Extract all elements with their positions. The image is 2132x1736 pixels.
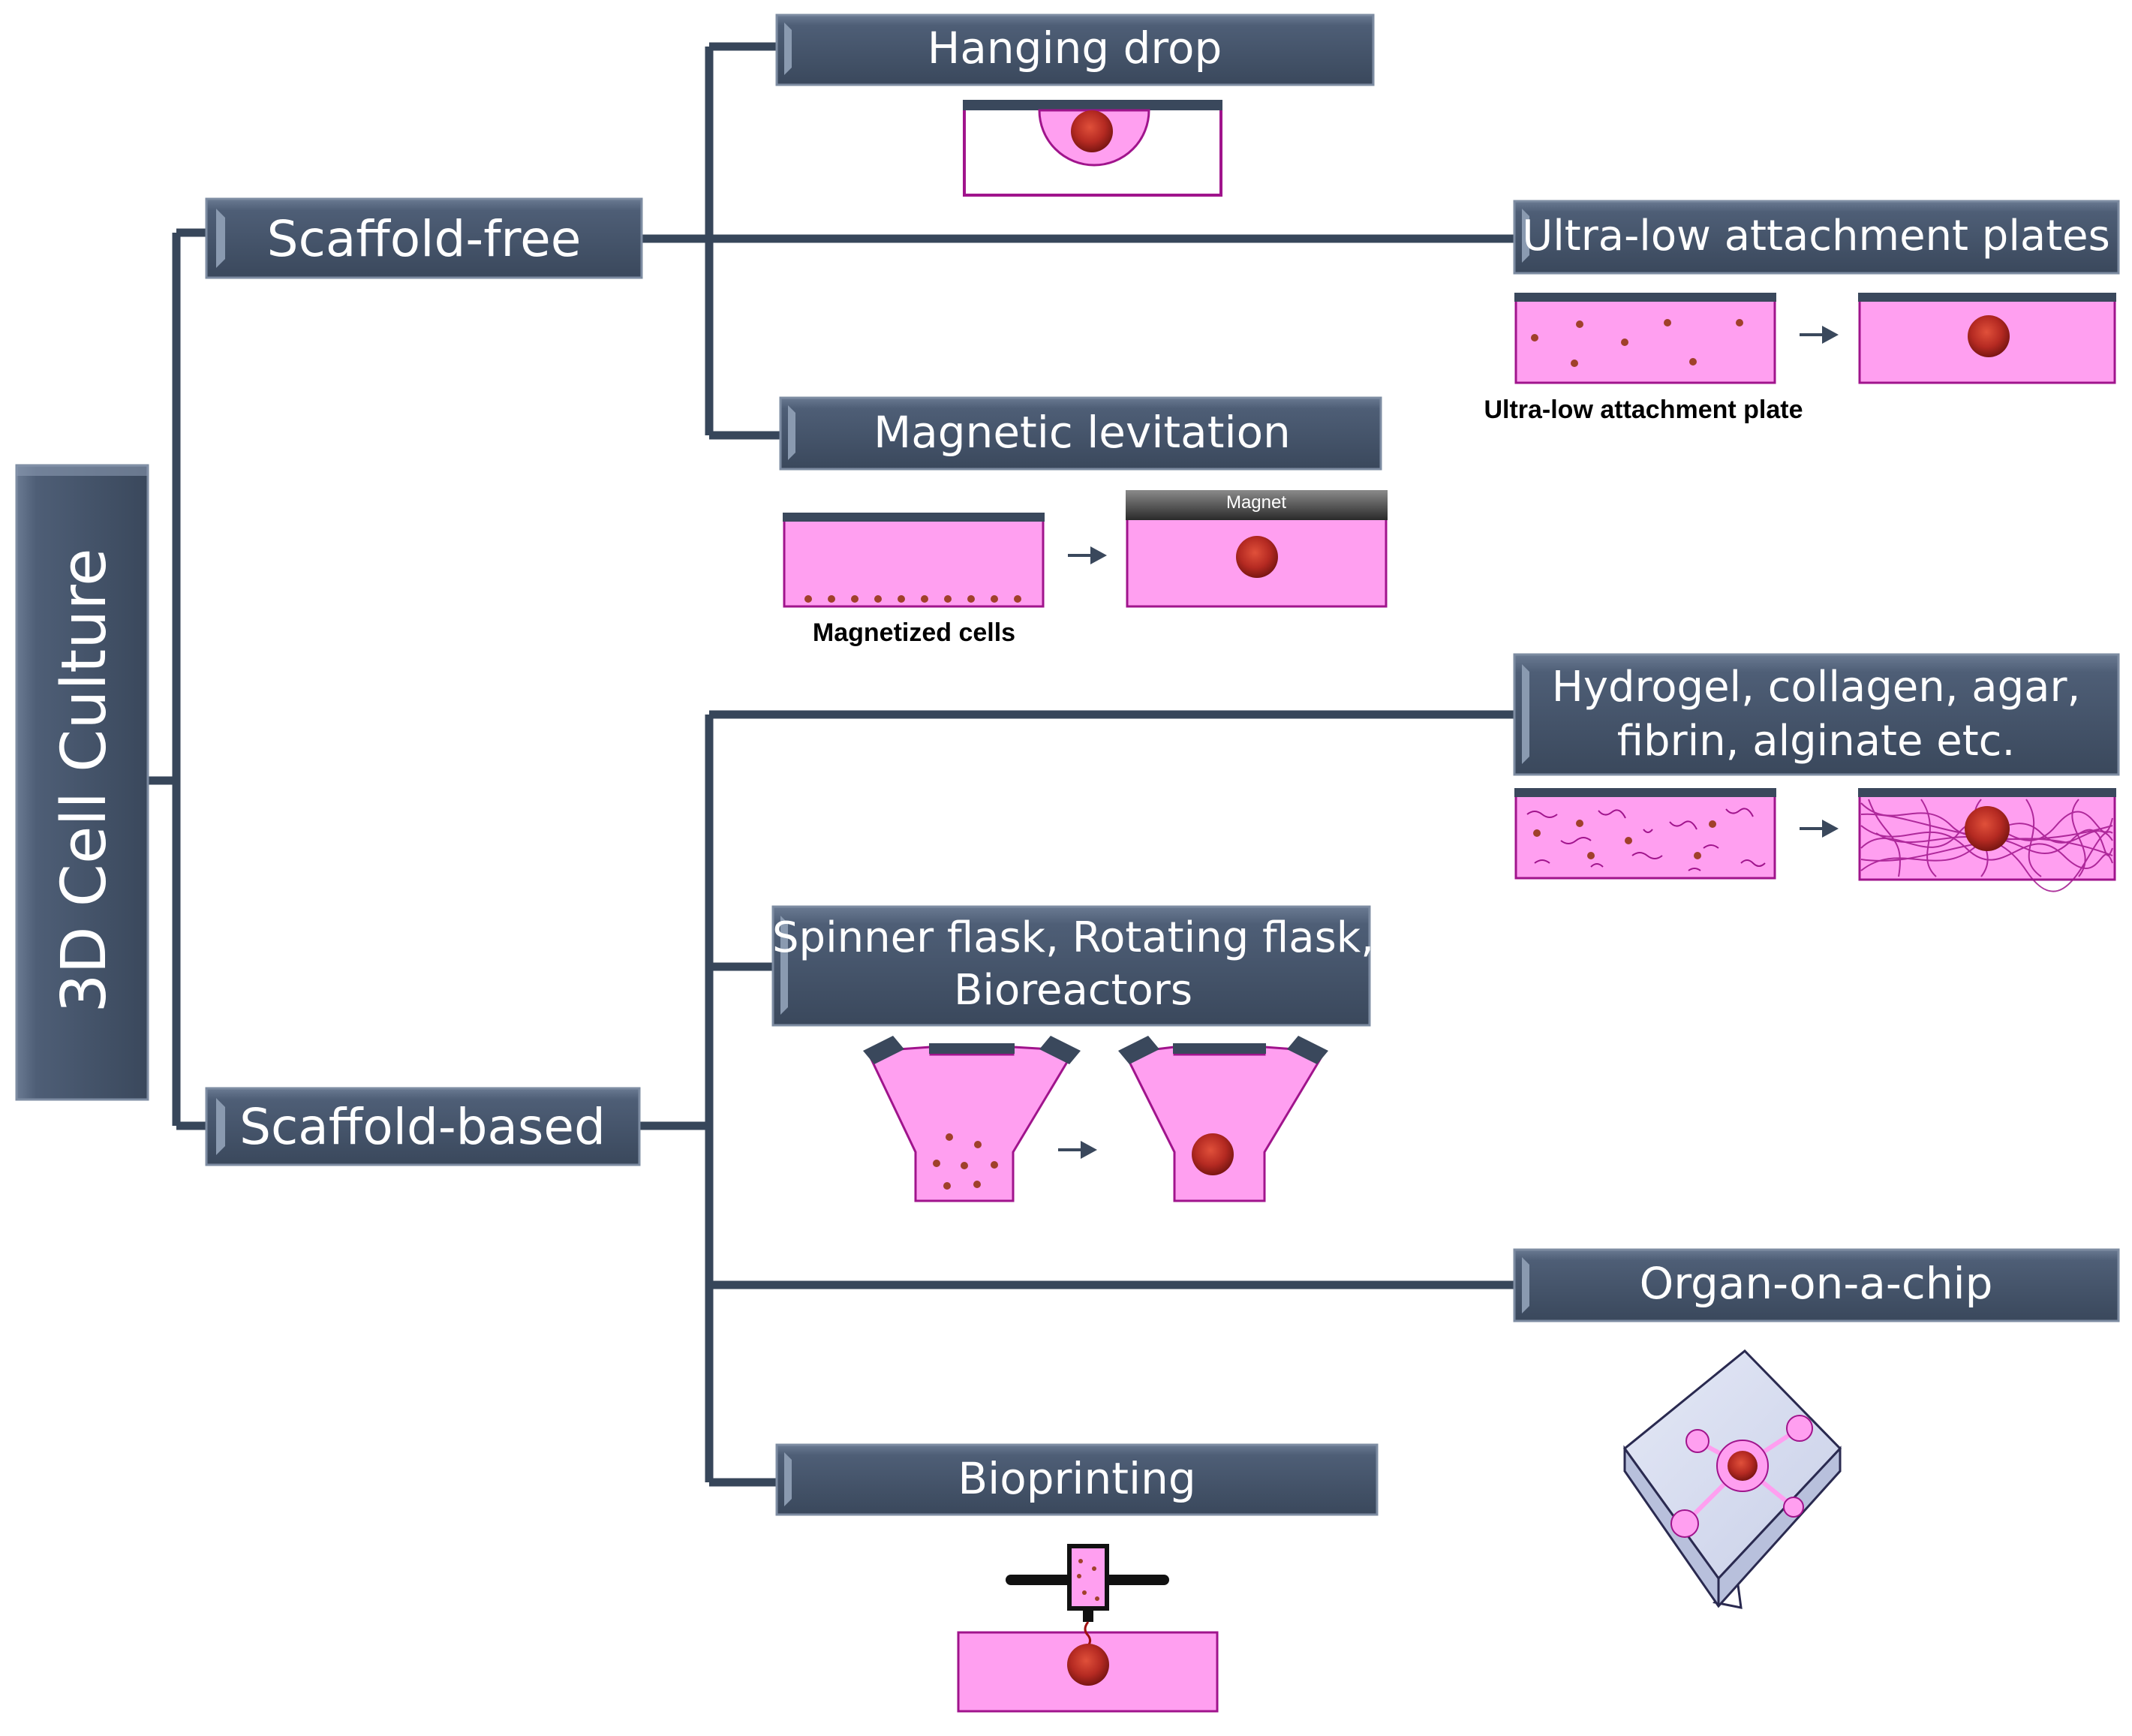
spinner-flask-illustration — [863, 1036, 1328, 1202]
connector-scaffold-based — [639, 710, 1514, 1487]
bioprinting-illustration — [957, 1544, 1219, 1713]
organ-chip-illustration — [1622, 1349, 1842, 1609]
printer-nozzle — [1067, 1544, 1109, 1611]
magnetized-cells — [804, 595, 1021, 603]
spheroid — [1067, 1644, 1109, 1686]
hydrogel-label-line2: fibrin, alginate etc. — [1617, 717, 2016, 766]
arrow-icon — [1800, 326, 1839, 344]
magnetic-levitation-illustration: Magnetized cells Magnet — [783, 490, 1388, 647]
spheroid — [1071, 110, 1113, 152]
magnet-label: Magnet — [1226, 492, 1286, 513]
hydrogel-fibers-dense — [1860, 799, 2113, 892]
hydrogel-label-line1: Hydrogel, collagen, agar, — [1552, 663, 2081, 712]
hanging-drop-label: Hanging drop — [928, 23, 1222, 74]
spheroid — [1965, 806, 2010, 851]
spinner-flask-box: Spinner flask, Rotating flask, Bioreacto… — [771, 905, 1374, 1027]
ultra-low-label: Ultra-low attachment plates — [1522, 212, 2110, 260]
ultra-low-illustration: Ultra-low attachment plate — [1484, 293, 2116, 424]
spheroid — [1236, 536, 1278, 578]
connector-root — [149, 228, 206, 1130]
scaffold-free-label: Scaffold-free — [267, 210, 582, 268]
scaffold-based-label: Scaffold-based — [239, 1098, 606, 1156]
spheroid — [1728, 1451, 1758, 1481]
arrow-icon — [1058, 1141, 1097, 1159]
magnetized-cells-caption: Magnetized cells — [813, 618, 1015, 647]
ultra-low-caption: Ultra-low attachment plate — [1484, 396, 1803, 424]
dispersed-cells — [1531, 319, 1743, 367]
spheroid — [1968, 315, 2010, 357]
hydrogel-box: Hydrogel, collagen, agar, fibrin, algina… — [1513, 653, 2120, 776]
organ-on-a-chip-label: Organ-on-a-chip — [1640, 1258, 1993, 1309]
root-box: 3D Cell Culture — [15, 464, 149, 1101]
magnet — [1126, 490, 1388, 520]
hydrogel-illustration — [1514, 788, 2116, 892]
spinner-flask-label-line2: Bioreactors — [954, 966, 1192, 1015]
hanging-drop-illustration — [963, 100, 1222, 197]
spinner-flask-label-line1: Spinner flask, Rotating flask, — [772, 913, 1374, 962]
bioprinting-label: Bioprinting — [958, 1453, 1195, 1504]
organ-on-a-chip-box: Organ-on-a-chip — [1513, 1248, 2120, 1322]
spheroid — [1192, 1133, 1234, 1175]
bioprinting-box: Bioprinting — [775, 1443, 1379, 1516]
arrow-icon — [1068, 546, 1107, 564]
scaffold-free-box: Scaffold-free — [205, 197, 643, 279]
magnetic-levitation-label: Magnetic levitation — [874, 407, 1291, 458]
hanging-drop-box: Hanging drop — [775, 14, 1375, 86]
root-label: 3D Cell Culture — [49, 548, 120, 1012]
hydrogel-fibers-sparse — [1526, 808, 1766, 871]
connector-scaffold-free — [642, 42, 1514, 440]
magnetic-levitation-box: Magnetic levitation — [779, 396, 1382, 471]
arrow-icon — [1800, 820, 1839, 838]
scaffold-based-box: Scaffold-based — [205, 1087, 641, 1166]
ultra-low-box: Ultra-low attachment plates — [1513, 200, 2120, 275]
connector-lines — [149, 42, 1514, 1487]
